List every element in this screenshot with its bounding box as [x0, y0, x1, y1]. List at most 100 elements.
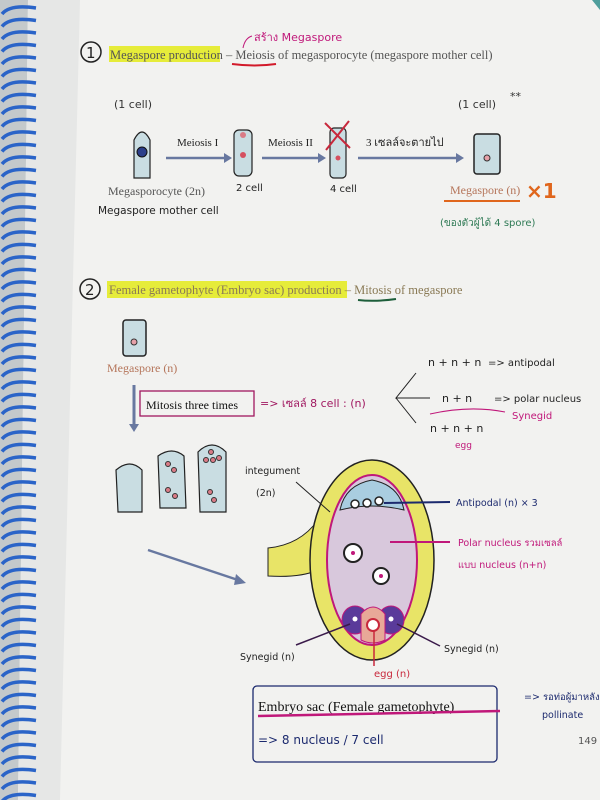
- spiral-ring: [0, 367, 37, 378]
- antipodal-nucleus: [350, 499, 360, 509]
- mitosis-box-label: Mitosis three times: [146, 398, 238, 412]
- megaspore-mother-cell-label: Megaspore mother cell: [98, 205, 219, 217]
- synergid-bracket: [429, 408, 506, 415]
- nucleolus: [379, 574, 383, 578]
- megaspore-label: Megaspore (n): [450, 183, 520, 197]
- spiral-ring: [0, 605, 37, 616]
- annotation-create-megaspore: สร้าง Megaspore: [254, 31, 342, 44]
- integument-pointer: [295, 481, 331, 513]
- arrow-degenerate-head: [456, 153, 464, 163]
- synergid-left-pointer: [295, 623, 351, 646]
- egg-label: egg (n): [374, 669, 410, 680]
- spiral-ring: [0, 117, 37, 128]
- branch-antipodal: n + n + n: [428, 356, 481, 369]
- spiral-ring: [0, 430, 37, 441]
- stars: **: [510, 90, 522, 103]
- two-cell-nucleus-top: [240, 132, 246, 138]
- summary-box: [252, 685, 498, 763]
- spiral-ring: [0, 217, 37, 228]
- four-cell-nucleus: [335, 155, 341, 161]
- spiral-ring: [0, 617, 37, 628]
- section2-highlight: [107, 281, 347, 298]
- integument-label: integument: [245, 466, 300, 477]
- synergid-nucleus: [388, 616, 394, 622]
- section2-number: 2: [85, 281, 95, 299]
- spiral-ring: [0, 242, 37, 253]
- spiral-ring: [0, 292, 37, 303]
- spiral-ring: [0, 80, 37, 91]
- arrow-degenerate-label: 3 เซลล์จะตายไป: [366, 136, 444, 149]
- arrow-meiosis-1-head: [224, 153, 232, 163]
- spiral-ring: [0, 492, 37, 503]
- spiral-ring: [0, 780, 37, 791]
- cell-4-nuclei: [157, 450, 187, 509]
- megaspore-nucleus-2: [130, 338, 138, 346]
- spiral-ring: [0, 755, 37, 766]
- spiral-ring: [0, 692, 37, 703]
- arrow-meiosis-2-label: Meiosis II: [268, 137, 313, 149]
- spiral-ring: [0, 230, 37, 241]
- spiral-ring: [0, 392, 37, 403]
- cross-mark: [325, 120, 350, 151]
- nucleolus: [351, 551, 355, 555]
- spiral-ring: [0, 280, 37, 291]
- spiral-ring: [0, 155, 37, 166]
- spiral-ring: [0, 505, 37, 516]
- spiral-ring: [0, 655, 37, 666]
- spiral-ring: [0, 405, 37, 416]
- nucleus-dot: [165, 487, 171, 493]
- spiral-ring: [0, 667, 37, 678]
- spiral-ring: [0, 205, 37, 216]
- antipodal-nucleus: [374, 496, 384, 506]
- two-cell-nucleus: [240, 152, 246, 158]
- two-cell-label: 2 cell: [236, 183, 263, 194]
- spiral-ring: [0, 380, 37, 391]
- spiral-ring: [0, 642, 37, 653]
- spiral-ring: [0, 705, 37, 716]
- summary-note: => 8 nucleus / 7 cell: [258, 733, 384, 747]
- spiral-ring: [0, 330, 37, 341]
- summary-title: Embryo sac (Female gametophyte): [258, 700, 455, 715]
- branch-egg: egg: [455, 441, 472, 451]
- polar-label-1: Polar nucleus รวมเซลล์: [458, 537, 563, 549]
- cell-2-nuclei: [115, 463, 143, 513]
- times-one: ×1: [526, 179, 557, 203]
- branch-lines: [394, 372, 430, 424]
- antipodal-nucleus: [362, 498, 372, 508]
- spiral-binding: [0, 5, 37, 800]
- spiral-ring: [0, 530, 37, 541]
- section1-highlight: [109, 46, 220, 62]
- spiral-ring: [0, 142, 37, 153]
- branch-synergid: Synegid: [512, 411, 552, 422]
- arrow-to-ovule-head: [234, 574, 246, 585]
- four-cell-label: 4 cell: [330, 184, 357, 195]
- arrow-down-head: [129, 424, 139, 432]
- summary-underline: [257, 709, 501, 718]
- megasporocyte-label: Megasporocyte (2n): [108, 184, 205, 198]
- branch-polar-result: => polar nucleus: [494, 394, 581, 405]
- nucleus-dot: [203, 457, 209, 463]
- spiral-ring: [0, 630, 37, 641]
- section1-number: 1: [86, 44, 96, 62]
- spiral-ring: [0, 17, 37, 28]
- spiral-ring: [0, 317, 37, 328]
- spiral-ring: [0, 30, 37, 41]
- nucleus-dot: [211, 497, 217, 503]
- spiral-ring: [0, 467, 37, 478]
- spiral-ring: [0, 580, 37, 591]
- spiral-ring: [0, 192, 37, 203]
- branch-antipodal-result: => antipodal: [488, 358, 555, 369]
- annotation-pointer: [242, 35, 253, 49]
- spiral-ring: [0, 442, 37, 453]
- spiral-ring: [0, 167, 37, 178]
- megaspore-cell-2: [122, 319, 147, 357]
- section2-number-circle: [79, 278, 101, 300]
- spiral-ring: [0, 55, 37, 66]
- spiral-ring: [0, 742, 37, 753]
- arrow-meiosis-1-label: Meiosis I: [177, 137, 219, 149]
- spiral-ring: [0, 267, 37, 278]
- polar-label-2: แบบ nucleus (n+n): [458, 560, 546, 571]
- spiral-ring: [0, 342, 37, 353]
- synergid-right-pointer: [396, 623, 441, 647]
- integument-ploidy: (2n): [256, 488, 275, 499]
